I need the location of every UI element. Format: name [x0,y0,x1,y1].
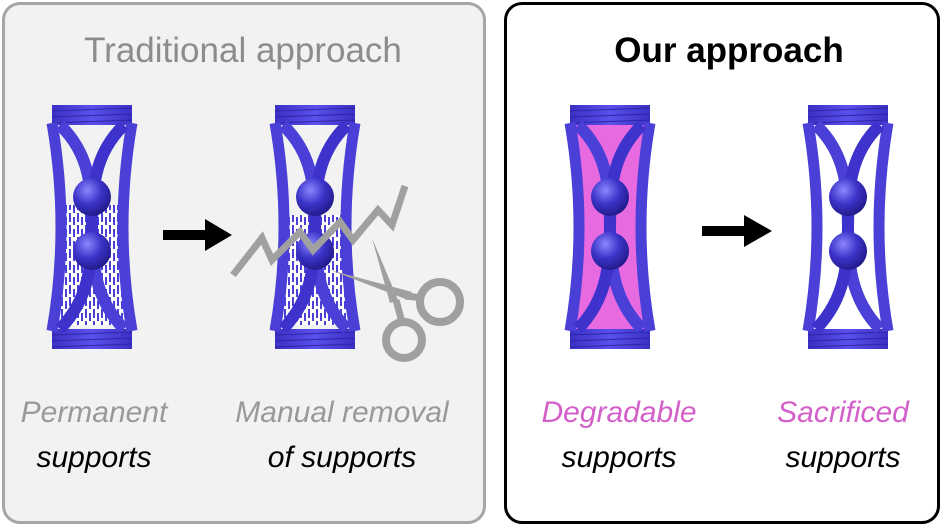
traditional-approach-title: Traditional approach [84,31,402,70]
caption-sacrificed: Sacrificed [777,396,909,429]
scissors-icon [330,238,464,362]
arrow-right-icon [163,219,232,251]
caption-degradable: Degradable [541,396,697,429]
caption-sacrificed-supports: supports [785,441,901,474]
lattice-sacrificed-supports [808,105,888,349]
caption-of-supports: of supports [267,441,417,474]
lattice-degradable-supports [570,105,650,349]
caption-permanent-supports: supports [36,441,152,474]
arrow-right-icon [702,215,772,247]
zigzag-cut-icon [230,184,409,278]
caption-manual-removal: Manual removal [235,396,449,429]
lattice-manual-removal [275,105,355,349]
our-approach-title: Our approach [614,31,844,70]
our-approach-panel: Our approach [504,2,940,524]
lattice-permanent-supports [52,105,132,349]
caption-degradable-supports: supports [561,441,677,474]
caption-permanent: Permanent [20,396,168,429]
